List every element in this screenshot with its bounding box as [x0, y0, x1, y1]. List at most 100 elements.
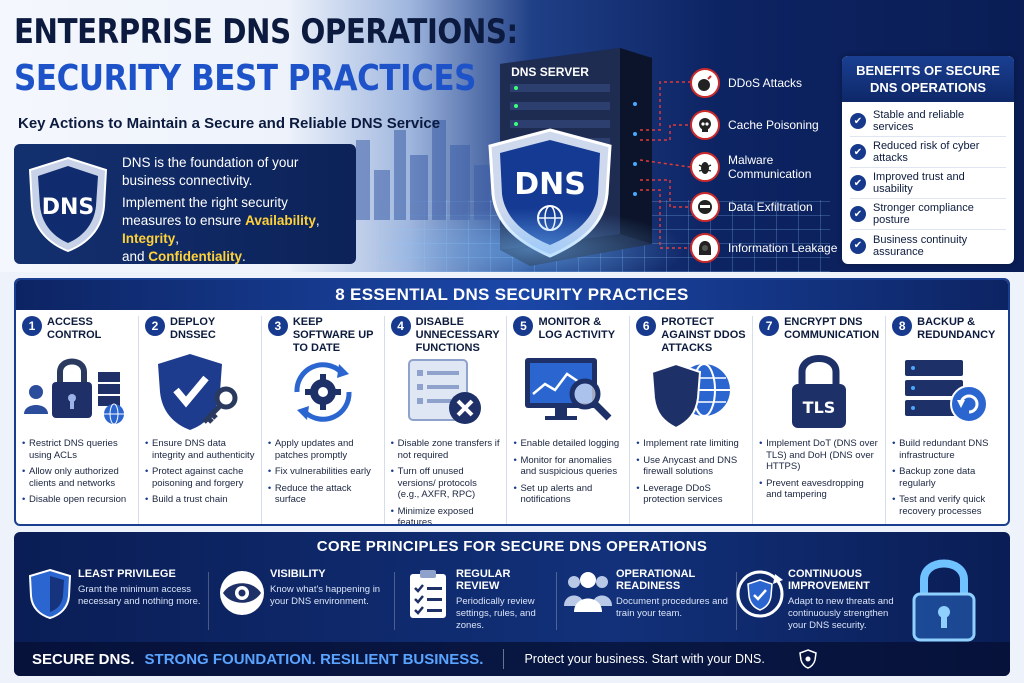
benefit-label: Stronger compliance posture — [873, 202, 974, 226]
practice-bullet: Disable open recursion — [22, 494, 132, 506]
dns-shield-icon: DNS — [28, 156, 108, 253]
practice-title: BACKUP & REDUNDANCY — [917, 316, 996, 341]
intro-panel: DNS DNS is the foundation of your busine… — [14, 144, 356, 264]
server-backup-icon — [905, 360, 989, 423]
practice-title: ENCRYPT DNS COMMUNICATION — [784, 316, 880, 341]
shield-globe-icon — [651, 362, 731, 430]
threat-ddos: DDoS Attacks — [690, 66, 840, 100]
divider — [736, 572, 737, 630]
digital-grid-floor — [380, 200, 830, 272]
page-title-line2: SECURITY BEST PRACTICES — [14, 58, 477, 99]
check-icon: ✔ — [850, 113, 866, 129]
practices-title: 8 ESSENTIAL DNS SECURITY PRACTICES — [16, 280, 1008, 310]
bomb-icon — [690, 68, 720, 98]
benefits-title: BENEFITS OF SECURE DNS OPERATIONS — [842, 56, 1014, 102]
city-skyline-icon — [335, 120, 490, 220]
benefit-item: ✔ Stronger compliance posture — [850, 199, 1006, 230]
practice-bullet: Turn off unused versions/ protocols (e.g… — [391, 466, 501, 501]
principle-text: Document procedures and train your team. — [616, 596, 728, 619]
check-icon: ✔ — [850, 144, 866, 160]
practice-bullet: Minimize exposed features — [391, 506, 501, 525]
benefit-item: ✔ Stable and reliable services — [850, 106, 1006, 137]
practice-number: 4 — [390, 316, 411, 336]
practice-number: 3 — [267, 316, 288, 336]
highlight-availability: Availability — [245, 213, 316, 228]
small-shield-icon — [798, 649, 817, 669]
server-label: DNS SERVER — [511, 65, 589, 79]
practice-bullet: Prevent eavesdropping and tampering — [759, 478, 879, 501]
tagline-blue: STRONG FOUNDATION. RESILIENT BUSINESS. — [144, 650, 484, 668]
practice-number: 5 — [513, 316, 534, 336]
benefit-label: Stable and reliable services — [873, 109, 965, 133]
benefit-item: ✔Improved trust and usability — [850, 168, 1006, 199]
practice-bullet: Set up alerts and notifications — [513, 483, 623, 506]
checklist-icon — [410, 570, 446, 618]
check-icon: ✔ — [850, 206, 866, 222]
shield-icon — [28, 568, 72, 620]
core-title: CORE PRINCIPLES FOR SECURE DNS OPERATION… — [316, 538, 708, 555]
intro-line1: DNS is the foundation of your business c… — [122, 155, 299, 188]
practice-bullet: Apply updates and patches promptly — [268, 438, 378, 461]
bug-icon — [690, 152, 720, 182]
page-subtitle: Key Actions to Maintain a Secure and Rel… — [18, 115, 441, 132]
benefit-label: Reduced risk of cyber attacks — [873, 140, 980, 164]
intro-and: and — [122, 249, 145, 264]
principle-regular-review: REGULAR REVIEW Periodically review settin… — [400, 568, 554, 638]
divider — [556, 572, 557, 630]
principle-text: Adapt to new threats and continuously st… — [788, 596, 894, 631]
principle-continuous-improvement: CONTINUOUS IMPROVEMENT Adapt to new threa… — [732, 568, 900, 638]
threat-data-exfiltration: Data Exfiltration — [690, 190, 840, 224]
intro-sep2: , — [175, 231, 180, 246]
practice-bullet: Implement DoT (DNS over TLS) and DoH (DN… — [759, 438, 879, 473]
gear-refresh-icon — [294, 362, 352, 422]
practice-number: 1 — [22, 316, 42, 336]
threat-label-data-exfiltration: Data Exfiltration — [728, 200, 813, 214]
check-icon: ✔ — [850, 237, 866, 254]
practice-title: DEPLOY DNSSEC — [170, 316, 216, 341]
practice-number: 6 — [636, 316, 657, 336]
shield-check-key-icon — [157, 354, 238, 430]
tls-lock-text: TLS — [803, 398, 836, 417]
practice-bullet: Build a trust chain — [145, 494, 255, 506]
principle-title: REGULAR REVIEW — [456, 568, 511, 592]
threat-label-malware: Malware Communication — [728, 153, 812, 181]
tagline-right: Protect your business. Start with your D… — [524, 652, 765, 666]
padlock-users-icon — [24, 358, 124, 425]
practice-bullet: Reduce the attack surface — [268, 483, 378, 506]
practice-number: 8 — [892, 316, 913, 336]
intro-shield-text: DNS — [42, 195, 95, 220]
divider — [394, 572, 395, 630]
practice-bullet: Backup zone data regularly — [892, 466, 1002, 489]
practice-bullet: Enable detailed logging — [513, 438, 623, 450]
practice-bullet: Disable zone transfers if not required — [391, 438, 501, 461]
benefit-item: ✔Business continuity assurance — [850, 230, 1006, 261]
server-shield-text: DNS — [514, 167, 586, 202]
practice-bullet: Monitor for anomalies and suspicious que… — [513, 455, 623, 478]
monitor-magnifier-icon — [525, 358, 612, 421]
shield-cycle-icon — [736, 570, 784, 618]
highlight-confidentiality: Confidentiality — [148, 249, 243, 264]
practice-bullet: Use Anycast and DNS firewall solutions — [636, 455, 746, 478]
check-icon: ✔ — [850, 175, 866, 191]
divider — [208, 572, 209, 630]
threat-label-cache-poisoning: Cache Poisoning — [728, 118, 819, 132]
benefit-item: ✔ Reduced risk of cyber attacks — [850, 137, 1006, 168]
practice-title: ACCESS CONTROL — [47, 316, 102, 341]
intro-line2-text: Implement the right security measures to… — [122, 195, 288, 228]
dns-server-illustration: DNS SERVER DNS — [488, 48, 652, 266]
intro-end: . — [242, 249, 246, 264]
principle-text: Periodically review settings, rules, and… — [456, 596, 536, 631]
principle-title: CONTINUOUS IMPROVEMENT — [788, 568, 870, 592]
intro-sep1: , — [315, 213, 320, 228]
footer-tagline-bar: SECURE DNS. STRONG FOUNDATION. RESILIENT… — [14, 642, 1010, 676]
threat-info-leakage: Information Leakage — [690, 231, 840, 265]
practice-bullet: Build redundant DNS infrastructure — [892, 438, 1002, 461]
principle-title: VISIBILITY — [270, 568, 326, 580]
